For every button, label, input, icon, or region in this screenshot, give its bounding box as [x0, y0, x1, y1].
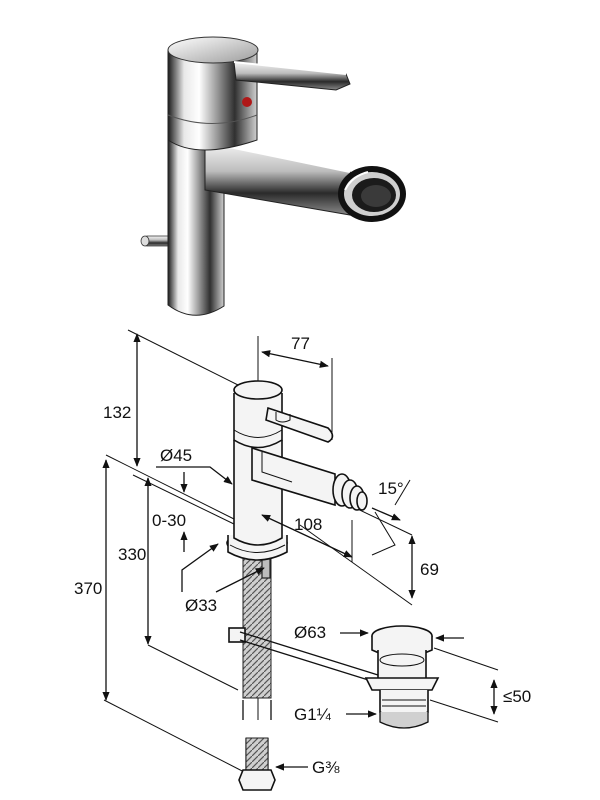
dim-max-50: ≤50 [503, 687, 531, 706]
lever-handle [233, 61, 351, 91]
tap-body-outline [233, 380, 368, 546]
dim-0-30: 0-30 [152, 511, 186, 530]
dim-370: 370 [74, 579, 102, 598]
spout [204, 141, 406, 222]
thread-g1-1-4: G1¼ [294, 705, 332, 724]
dim-diameter-63: Ø63 [294, 623, 326, 642]
popup-linkage [239, 631, 379, 676]
dim-69: 69 [420, 560, 439, 579]
thread-g3-8: G⅜ [312, 758, 340, 777]
hot-indicator-icon [242, 97, 252, 107]
tap-photo [140, 36, 406, 316]
technical-drawing: 77 132 Ø45 0-30 15° 108 69 330 370 Ø33 [74, 329, 531, 791]
waste-valve-outline [364, 625, 440, 729]
dim-132: 132 [103, 403, 131, 422]
supply-nut [238, 769, 276, 791]
dim-77: 77 [291, 334, 310, 353]
dim-108: 108 [294, 515, 322, 534]
dim-angle-15: 15° [378, 479, 404, 498]
cartridge-body [167, 36, 259, 151]
dim-330: 330 [118, 545, 146, 564]
dim-diameter-33: Ø33 [185, 596, 217, 615]
dim-diameter-45: Ø45 [160, 446, 192, 465]
mounting-nut [228, 627, 246, 643]
